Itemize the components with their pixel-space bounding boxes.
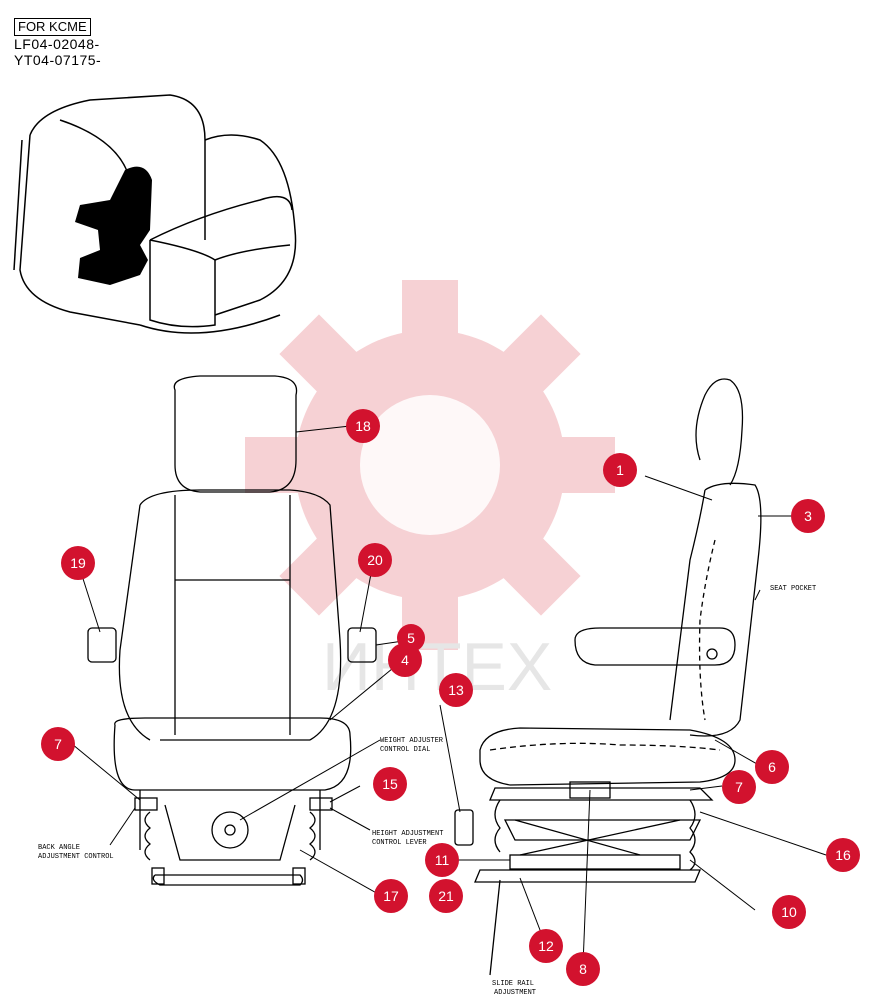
callout-13[interactable]: 13	[439, 673, 473, 707]
callout-1[interactable]: 1	[603, 453, 637, 487]
callout-6[interactable]: 6	[755, 750, 789, 784]
note-height-adjustment-2: CONTROL LEVER	[372, 839, 427, 847]
note-slide-rail-2: ADJUSTMENT	[494, 989, 536, 997]
svg-text:11: 11	[435, 852, 450, 868]
side-seat-view	[454, 378, 762, 976]
svg-text:5: 5	[407, 630, 415, 646]
svg-text:12: 12	[538, 938, 554, 954]
callout-18[interactable]: 18	[346, 409, 380, 443]
watermark-text: ИНТЕХ	[322, 629, 552, 705]
svg-text:7: 7	[735, 779, 743, 795]
note-slide-rail-1: SLIDE RAIL	[492, 980, 534, 988]
svg-text:17: 17	[383, 888, 399, 904]
callout-19[interactable]: 19	[61, 546, 95, 580]
callout-20[interactable]: 20	[358, 543, 392, 577]
callout-5[interactable]: 5	[397, 624, 425, 652]
callout-10[interactable]: 10	[772, 895, 806, 929]
front-seat-view	[87, 375, 377, 886]
cab-seat-silhouette	[75, 166, 152, 285]
note-weight-adjuster-1: WEIGHT ADJUSTER	[380, 737, 444, 745]
svg-text:6: 6	[768, 759, 776, 775]
svg-text:18: 18	[355, 418, 371, 434]
callout-8[interactable]: 8	[566, 952, 600, 986]
callout-17[interactable]: 17	[374, 879, 408, 913]
svg-text:16: 16	[835, 847, 851, 863]
model-tag: FOR KCME	[14, 18, 91, 36]
serial-code-1: LF04-02048-	[14, 36, 100, 52]
callout-21[interactable]: 21	[429, 879, 463, 913]
watermark: ИНТЕХ	[245, 280, 615, 705]
svg-text:13: 13	[448, 682, 464, 698]
svg-text:20: 20	[367, 552, 383, 568]
callout-12[interactable]: 12	[529, 929, 563, 963]
header-block: FOR KCME LF04-02048- YT04-07175-	[14, 18, 101, 68]
serial-code-2: YT04-07175-	[14, 52, 102, 68]
svg-text:8: 8	[579, 961, 587, 977]
note-seat-pocket: SEAT POCKET	[770, 585, 816, 593]
note-back-angle-1: BACK ANGLE	[38, 844, 80, 852]
callout-7-right[interactable]: 7	[722, 770, 756, 804]
cab-illustration	[13, 94, 297, 334]
svg-text:3: 3	[804, 508, 812, 524]
callout-11[interactable]: 11	[425, 843, 459, 877]
svg-text:1: 1	[616, 462, 624, 478]
svg-text:15: 15	[382, 776, 398, 792]
leader-lines	[71, 425, 827, 966]
callout-16[interactable]: 16	[826, 838, 860, 872]
svg-text:4: 4	[401, 652, 409, 668]
callout-7-left[interactable]: 7	[41, 727, 75, 761]
callout-15[interactable]: 15	[373, 767, 407, 801]
callout-3[interactable]: 3	[791, 499, 825, 533]
svg-text:21: 21	[438, 888, 454, 904]
svg-text:19: 19	[70, 555, 86, 571]
svg-text:10: 10	[781, 904, 797, 920]
note-weight-adjuster-2: CONTROL DIAL	[380, 746, 430, 754]
note-back-angle-2: ADJUSTMENT CONTROL	[38, 853, 114, 861]
note-height-adjustment-1: HEIGHT ADJUSTMENT	[372, 830, 443, 838]
svg-text:7: 7	[54, 736, 62, 752]
